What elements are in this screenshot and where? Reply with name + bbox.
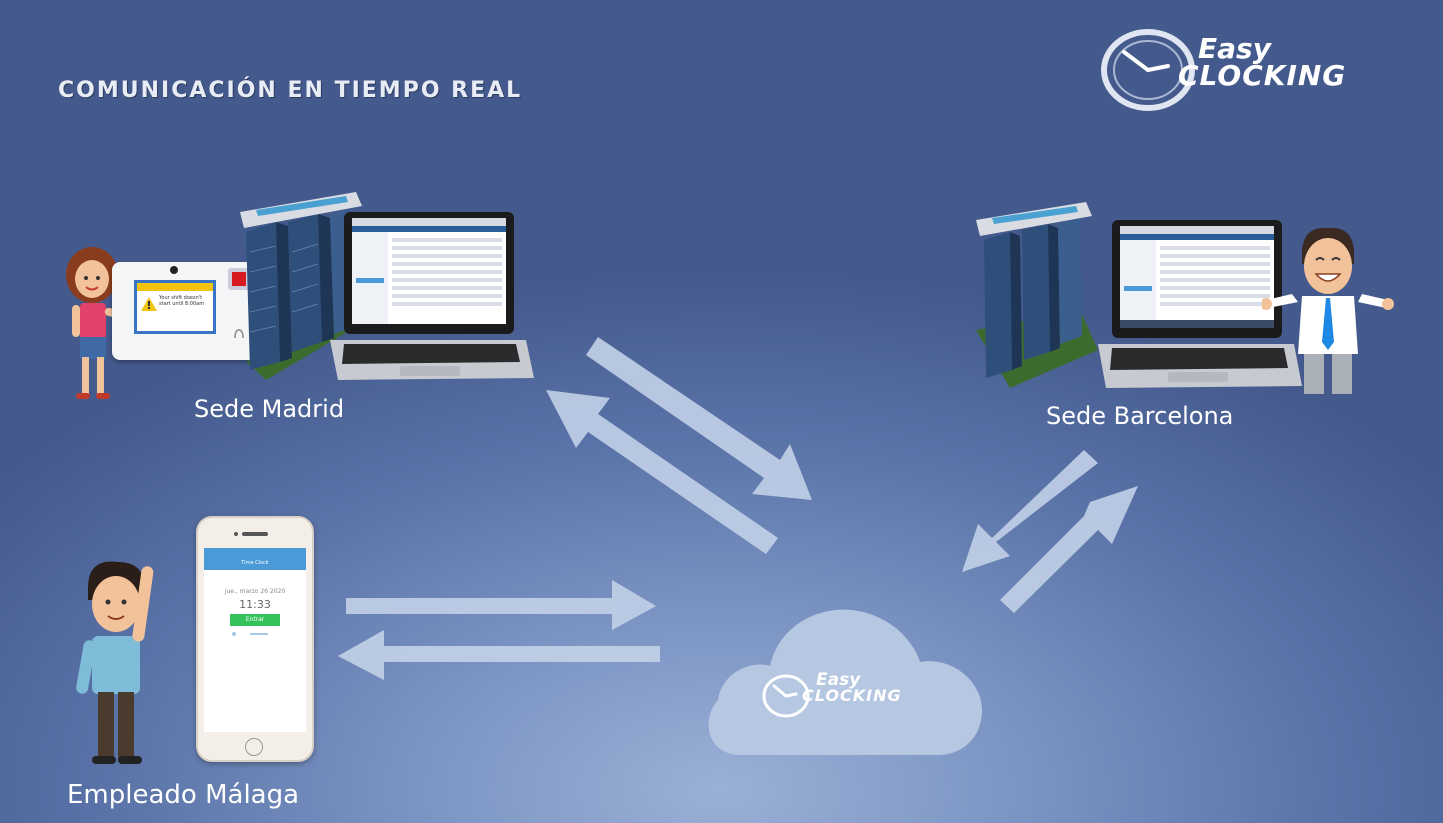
phone-speaker: [242, 532, 268, 536]
arrow-cloud-to-madrid: [546, 390, 778, 554]
laptop-madrid: [330, 212, 534, 380]
warning-icon: [141, 297, 157, 311]
brand-wordmark: Easy CLOCKING: [1178, 32, 1346, 92]
building-barcelona: [976, 202, 1098, 388]
arrow-barcelona-to-cloud: [962, 450, 1098, 572]
building-madrid: [240, 192, 364, 380]
woman-illustration: [66, 247, 127, 399]
location-icon: [232, 632, 236, 636]
label-sede-madrid: Sede Madrid: [194, 395, 345, 423]
arrow-cloud-to-malaga: [338, 630, 660, 680]
cloud-brand-wordmark: Easy CLOCKING: [802, 670, 902, 705]
terminal-screen: Your shift doesn't start until 8:00am: [134, 280, 216, 334]
clock-in-button[interactable]: Entrar: [230, 614, 280, 626]
arrow-cloud-to-barcelona: [1000, 486, 1138, 613]
arrow-malaga-to-cloud: [346, 580, 656, 630]
app-time: 11:33: [239, 598, 271, 611]
laptop-barcelona: [1098, 220, 1302, 388]
businessman-illustration: [1262, 227, 1394, 394]
app-note-line: [250, 633, 268, 635]
brand-clocking: CLOCKING: [1178, 59, 1347, 92]
phone-screen: Time Clock jue., marzo 26 2020 11:33 Ent…: [204, 548, 306, 732]
smartphone: Time Clock jue., marzo 26 2020 11:33 Ent…: [196, 516, 314, 762]
page-title: COMUNICACIÓN EN TIEMPO REAL: [58, 78, 523, 103]
card-reader-icon: [234, 329, 244, 339]
cloud-brand-logo: Easy CLOCKING: [760, 668, 940, 728]
cloud: [708, 609, 982, 755]
phone-home-button: [245, 738, 263, 756]
app-header: Time Clock: [204, 548, 306, 570]
cloud-brand-clocking: CLOCKING: [802, 686, 902, 705]
label-sede-barcelona: Sede Barcelona: [1046, 402, 1234, 430]
terminal-camera: [170, 266, 178, 274]
app-title: Time Clock: [241, 560, 269, 566]
cloud-brand-easy: Easy: [816, 670, 861, 690]
brand-easy: Easy: [1198, 32, 1271, 65]
fingerprint-reader: [228, 268, 250, 290]
clock-terminal: Your shift doesn't start until 8:00am: [112, 262, 262, 360]
clock-icon: [1101, 29, 1195, 111]
label-empleado-malaga: Empleado Málaga: [67, 780, 300, 810]
brand-logo: Easy CLOCKING: [1098, 26, 1408, 112]
clock-icon: [762, 674, 810, 718]
employee-illustration: [76, 561, 154, 764]
terminal-screen-message: Your shift doesn't start until 8:00am: [159, 295, 205, 307]
phone-camera: [234, 532, 238, 536]
app-date: jue., marzo 26 2020: [224, 588, 286, 595]
arrow-madrid-to-cloud: [586, 337, 812, 500]
terminal-screen-banner: [137, 283, 213, 291]
